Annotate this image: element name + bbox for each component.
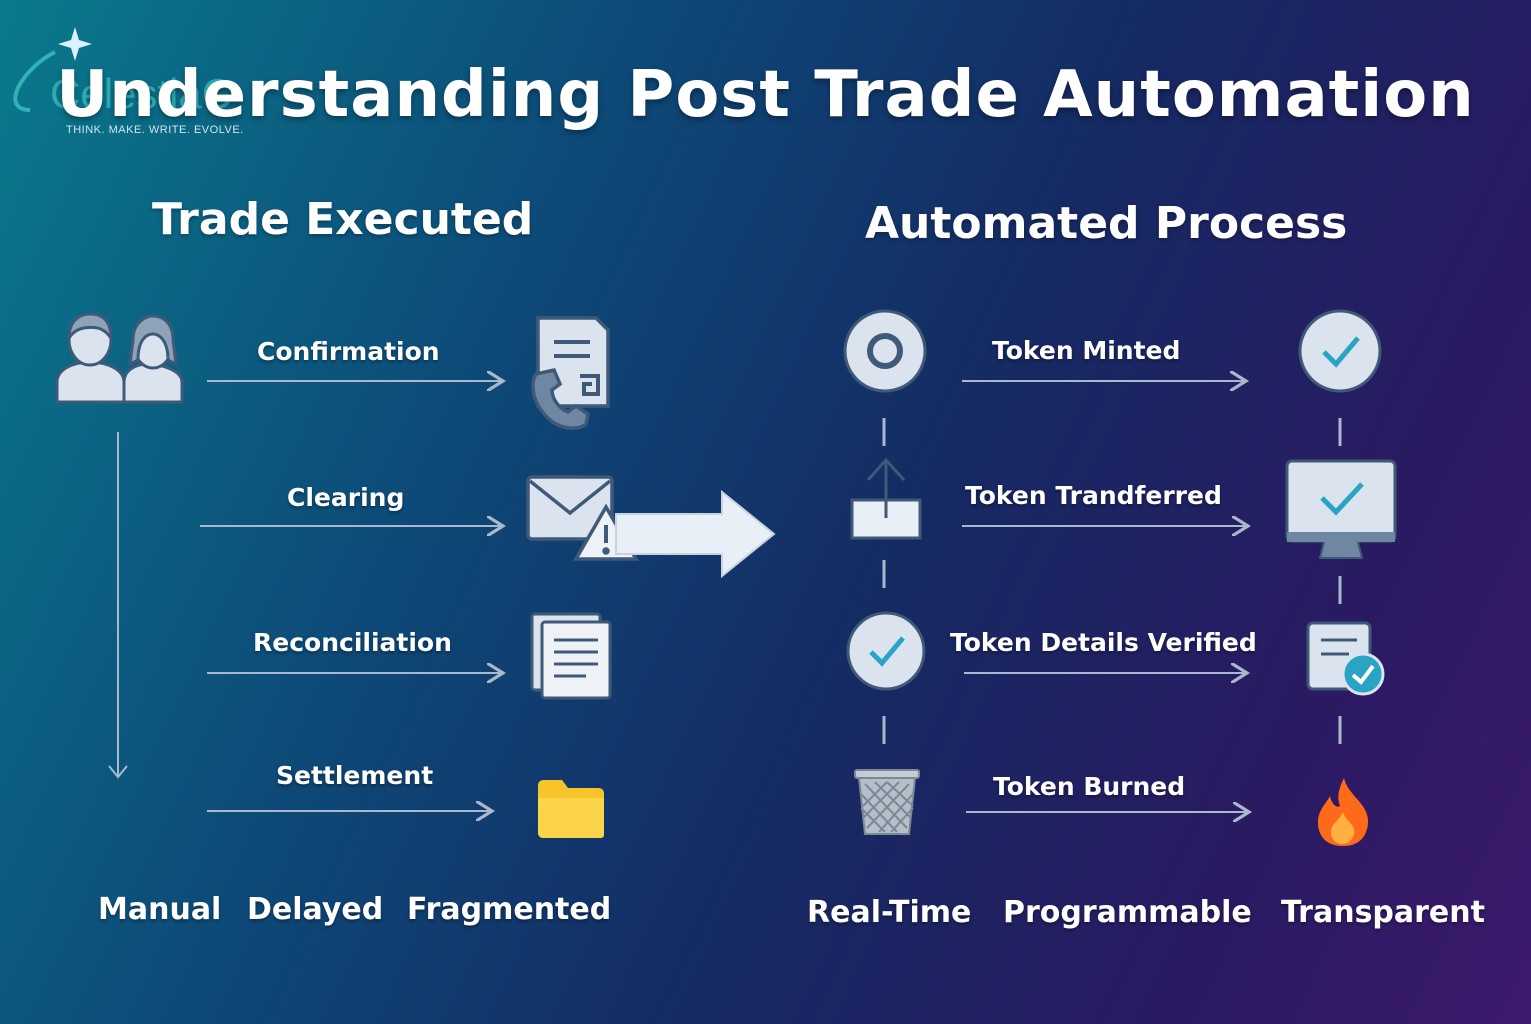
users-icon [55,312,184,404]
step-reconciliation: Reconciliation [253,628,452,657]
check-circle-icon [846,611,926,691]
check-circle-icon [1298,309,1382,393]
trash-icon [854,769,920,835]
trait-transparent: Transparent [1281,895,1485,930]
step-token-transferred: Token Trandferred [965,481,1222,510]
logo-name: CelestiaC [50,70,233,117]
right-heading: Automated Process [865,198,1348,249]
trait-manual: Manual [98,892,222,927]
documents-icon [530,612,612,700]
step-token-burned: Token Burned [993,772,1186,801]
monitor-check-icon [1285,459,1397,559]
trait-fragmented: Fragmented [407,892,612,927]
upload-box-icon [850,457,922,540]
step-confirmation: Confirmation [257,337,440,366]
step-token-minted: Token Minted [992,336,1181,365]
step-token-verified: Token Details Verified [950,628,1257,657]
folder-icon [538,780,604,838]
phone-document-icon [531,316,610,430]
document-check-icon [1306,621,1385,696]
trait-real-time: Real-Time [807,895,972,930]
big-arrow-icon [615,489,776,579]
step-settlement: Settlement [276,761,434,790]
page-title: Understanding Post Trade Automation [56,58,1475,132]
fire-icon [1318,778,1369,846]
circle-icon [843,309,927,393]
left-heading: Trade Executed [152,194,534,245]
logo-tagline: THINK. MAKE. WRITE. EVOLVE. [66,124,244,136]
step-clearing: Clearing [287,483,405,512]
trait-programmable: Programmable [1003,895,1252,930]
trait-delayed: Delayed [247,892,384,927]
